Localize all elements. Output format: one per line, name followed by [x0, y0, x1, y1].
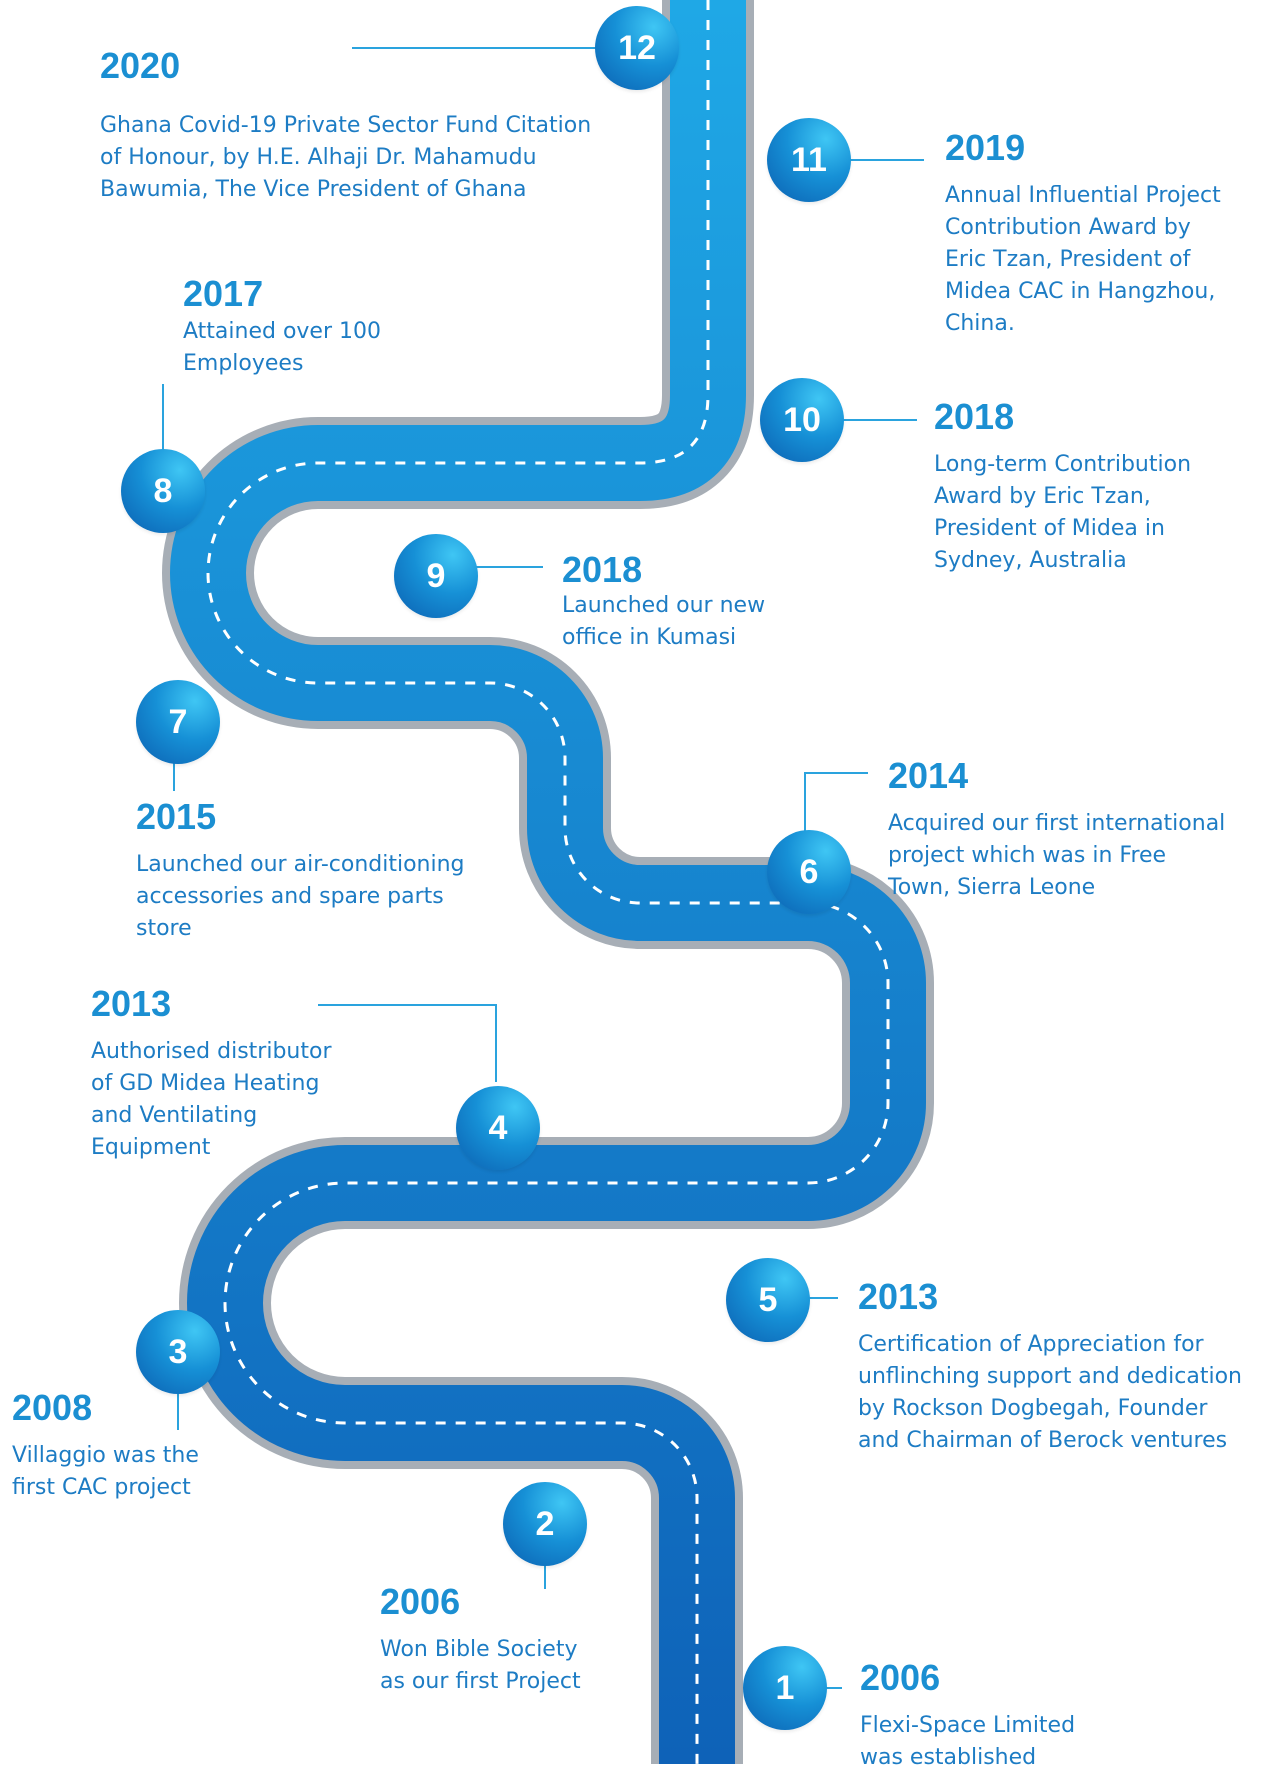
milestone-11: 2019 Annual Influential Project Contribu… — [945, 128, 1221, 340]
milestone-6: 2014 Acquired our first international pr… — [888, 756, 1225, 904]
milestone-badge-12: 12 — [595, 6, 679, 90]
milestone-year: 2019 — [945, 127, 1026, 168]
milestone-desc-line: Authorised distributor — [91, 1039, 332, 1064]
milestone-badge-3: 3 — [136, 1310, 220, 1394]
leader-line-1 — [824, 1687, 842, 1689]
milestone-12: 2020 Ghana Covid-19 Private Sector Fund … — [100, 46, 591, 206]
milestone-badge-10: 10 — [760, 378, 844, 462]
leader-line-6a — [804, 772, 868, 774]
milestone-badge-6: 6 — [767, 830, 851, 914]
leader-line-8 — [162, 384, 164, 454]
milestone-5: 2013 Certification of Appreciation for u… — [858, 1277, 1242, 1457]
milestone-desc-line: project which was in Free — [888, 843, 1167, 868]
milestone-badge-5: 5 — [726, 1258, 810, 1342]
milestone-year: 2006 — [860, 1657, 941, 1698]
leader-line-4b — [495, 1004, 497, 1082]
milestone-10: 2018 Long-term Contribution Award by Eri… — [934, 397, 1191, 577]
milestone-desc-line: Long-term Contribution — [934, 452, 1192, 477]
milestone-desc-line: store — [136, 916, 192, 941]
milestone-desc-line: Bawumia, The Vice President of Ghana — [100, 177, 527, 202]
milestone-desc-line: Won Bible Society — [380, 1637, 578, 1662]
leader-line-9 — [471, 566, 543, 568]
milestone-desc-line: Flexi-Space Limited — [860, 1713, 1076, 1738]
leader-line-5 — [808, 1297, 838, 1299]
milestone-3: 2008 Villaggio was the first CAC project — [12, 1388, 199, 1504]
milestone-desc-line: by Rockson Dogbegah, Founder — [858, 1396, 1208, 1421]
leader-line-12 — [352, 47, 602, 49]
milestone-year: 2018 — [934, 396, 1015, 437]
milestone-desc-line: Villaggio was the — [12, 1443, 199, 1468]
milestone-desc-line: office in Kumasi — [562, 625, 737, 650]
milestone-desc-line: Acquired our first international — [888, 811, 1226, 836]
milestone-desc-line: President of Midea in — [934, 516, 1165, 541]
milestone-desc-line: and Chairman of Berock ventures — [858, 1428, 1228, 1453]
milestone-desc-line: as our first Project — [380, 1669, 581, 1694]
leader-line-10 — [840, 419, 917, 421]
milestone-desc-line: Midea CAC in Hangzhou, — [945, 279, 1216, 304]
milestone-year: 2014 — [888, 755, 969, 796]
milestone-desc-line: Launched our new — [562, 593, 766, 618]
milestone-desc-line: Employees — [183, 351, 304, 376]
milestone-year: 2008 — [12, 1387, 93, 1428]
road-center-line — [206, 0, 890, 1764]
milestone-year: 2006 — [380, 1581, 461, 1622]
milestone-8: 2017 Attained over 100 Employees — [183, 274, 381, 380]
milestone-year: 2020 — [100, 45, 181, 86]
milestone-7: 2015 Launched our air-conditioning acces… — [136, 797, 465, 945]
milestone-4: 2013 Authorised distributor of GD Midea … — [91, 984, 332, 1164]
milestone-desc-line: Contribution Award by — [945, 215, 1191, 240]
milestone-desc-line: Eric Tzan, President of — [945, 247, 1191, 272]
milestone-9: 2018 Launched our new office in Kumasi — [562, 550, 765, 654]
leader-line-3 — [177, 1390, 179, 1430]
milestone-2: 2006 Won Bible Society as our first Proj… — [380, 1582, 581, 1698]
milestone-desc-line: was established — [860, 1745, 1037, 1770]
milestone-badge-1: 1 — [743, 1646, 827, 1730]
milestone-desc-line: Equipment — [91, 1135, 211, 1160]
milestone-year: 2013 — [858, 1276, 939, 1317]
milestone-1: 2006 Flexi-Space Limited was established — [860, 1658, 1075, 1774]
milestone-desc-line: Town, Sierra Leone — [888, 875, 1096, 900]
milestone-desc-line: Sydney, Australia — [934, 548, 1127, 573]
milestone-badge-7: 7 — [136, 680, 220, 764]
milestone-badge-9: 9 — [394, 534, 478, 618]
milestone-desc-line: accessories and spare parts — [136, 884, 444, 909]
milestone-desc-line: of GD Midea Heating — [91, 1071, 320, 1096]
leader-line-4a — [318, 1004, 495, 1006]
leader-line-6b — [804, 772, 806, 844]
milestone-desc-line: Certification of Appreciation for — [858, 1332, 1204, 1357]
milestone-year: 2013 — [91, 983, 172, 1024]
leader-line-2 — [544, 1549, 546, 1589]
milestone-desc-line: Launched our air-conditioning — [136, 852, 465, 877]
milestone-badge-11: 11 — [767, 118, 851, 202]
milestone-desc-line: Annual Influential Project — [945, 183, 1221, 208]
milestone-badge-8: 8 — [121, 449, 205, 533]
milestone-desc-line: China. — [945, 311, 1015, 336]
milestone-desc-line: and Ventilating — [91, 1103, 258, 1128]
milestone-desc-line: Ghana Covid-19 Private Sector Fund Citat… — [100, 113, 592, 138]
milestone-badge-2: 2 — [503, 1482, 587, 1566]
milestone-badge-4: 4 — [456, 1086, 540, 1170]
milestone-year: 2015 — [136, 796, 217, 837]
milestone-desc-line: first CAC project — [12, 1475, 191, 1500]
milestone-year: 2018 — [562, 549, 643, 590]
milestone-year: 2017 — [183, 273, 264, 314]
milestone-desc-line: Attained over 100 — [183, 319, 381, 344]
milestone-desc-line: Award by Eric Tzan, — [934, 484, 1151, 509]
milestone-desc-line: of Honour, by H.E. Alhaji Dr. Mahamudu — [100, 145, 537, 170]
milestone-desc-line: unflinching support and dedication — [858, 1364, 1242, 1389]
leader-line-11 — [850, 159, 924, 161]
leader-line-7 — [173, 756, 175, 791]
